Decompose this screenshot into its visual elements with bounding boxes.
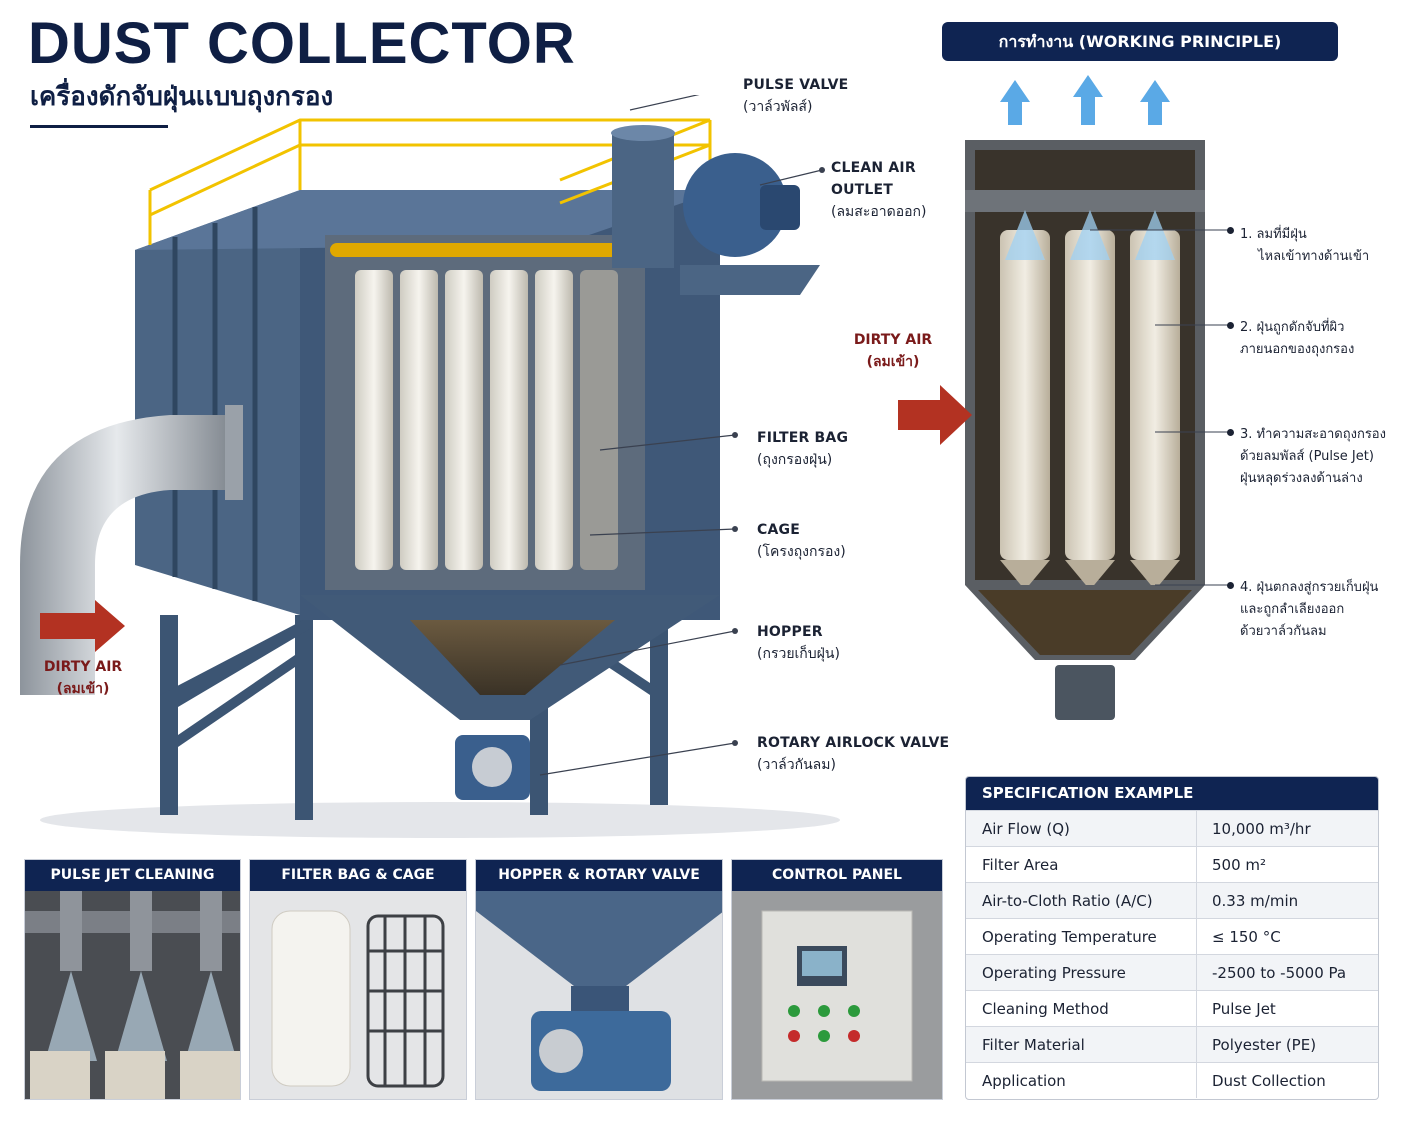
callout-filter-bag: FILTER BAG (ถุงกรองฝุ่น)	[757, 430, 849, 468]
step-2-dot	[1227, 322, 1234, 329]
dirty-air-arrow	[40, 600, 125, 652]
hopper-rotary-photo	[476, 891, 722, 1099]
spec-row: Air-to-Cloth Ratio (A/C)0.33 m/min	[966, 882, 1378, 918]
clean-air-arrows	[1000, 75, 1170, 125]
control-panel-photo	[732, 891, 942, 1099]
spec-table-title: SPECIFICATION EXAMPLE	[966, 777, 1378, 810]
step-4-dot	[1227, 582, 1234, 589]
spec-row: Air Flow (Q)10,000 m³/hr	[966, 810, 1378, 846]
pulse-jet-photo	[25, 891, 240, 1099]
callout-cage: CAGE (โครงถุงกรอง)	[757, 522, 846, 560]
clean-air-stack	[612, 133, 674, 268]
step-1-dot	[1227, 227, 1234, 234]
page-subtitle: เครื่องดักจับฝุ่นเเบบถุงกรอง	[30, 82, 334, 112]
thumbnail-control-panel: CONTROL PANEL	[731, 859, 943, 1100]
callout-rotary-valve: ROTARY AIRLOCK VALVE (วาล์วกันลม)	[757, 735, 950, 773]
step-4: 4. ฝุ่นตกลงสู่กรวยเก็บฝุ่น และถูกลำเลียง…	[1240, 580, 1379, 639]
step-3: 3. ทำความสะอาดถุงกรอง ด้วยลมพัลส์ (Pulse…	[1240, 427, 1386, 486]
thumbnail-filter-bag-cage: FILTER BAG & CAGE	[249, 859, 467, 1100]
spec-row: Operating Pressure-2500 to -5000 Pa	[966, 954, 1378, 990]
thumbnail-hopper-rotary: HOPPER & ROTARY VALVE	[475, 859, 723, 1100]
step-1: 1. ลมที่มีฝุ่น ไหลเข้าทางด้านเข้า	[1240, 227, 1370, 264]
filter-bag-cage-photo	[250, 891, 466, 1099]
thumbnail-pulse-jet: PULSE JET CLEANING	[24, 859, 241, 1100]
step-2: 2. ฝุ่นถูกดักจับที่ผิว ภายนอกของถุงกรอง	[1240, 320, 1355, 357]
wp-dirty-air-label: DIRTY AIR (ลมเข้า)	[853, 332, 933, 370]
working-principle-diagram	[898, 75, 1230, 720]
title-underline	[30, 125, 168, 128]
dust-collector-illustration	[20, 95, 840, 838]
callout-hopper: HOPPER (กรวยเก็บฝุ่น)	[757, 624, 840, 662]
filter-bags	[355, 270, 618, 570]
wp-bags	[1000, 230, 1180, 590]
working-principle-header: การทำงาน (WORKING PRINCIPLE)	[942, 22, 1338, 61]
fan-platform	[680, 265, 820, 295]
spec-table: SPECIFICATION EXAMPLE Air Flow (Q)10,000…	[965, 776, 1379, 1100]
page-title: DUST COLLECTOR	[28, 11, 576, 76]
callout-dirty-air: DIRTY AIR (ลมเข้า)	[43, 659, 123, 697]
wp-rotary-valve	[1055, 665, 1115, 720]
step-3-dot	[1227, 429, 1234, 436]
ground-shadow	[40, 802, 840, 838]
wp-dirty-air-arrow	[898, 385, 972, 445]
blowpipe-header	[330, 243, 645, 257]
spec-row: Operating Temperature≤ 150 °C	[966, 918, 1378, 954]
callout-clean-air-outlet: CLEAN AIR OUTLET (ลมสะอาดออก)	[831, 160, 927, 220]
callout-leaders	[539, 95, 823, 776]
fan-housing	[683, 153, 787, 257]
wp-pulse-jets	[1005, 210, 1175, 260]
callout-pulse-valve: PULSE VALVE (วาล์วพัลส์)	[743, 77, 849, 115]
